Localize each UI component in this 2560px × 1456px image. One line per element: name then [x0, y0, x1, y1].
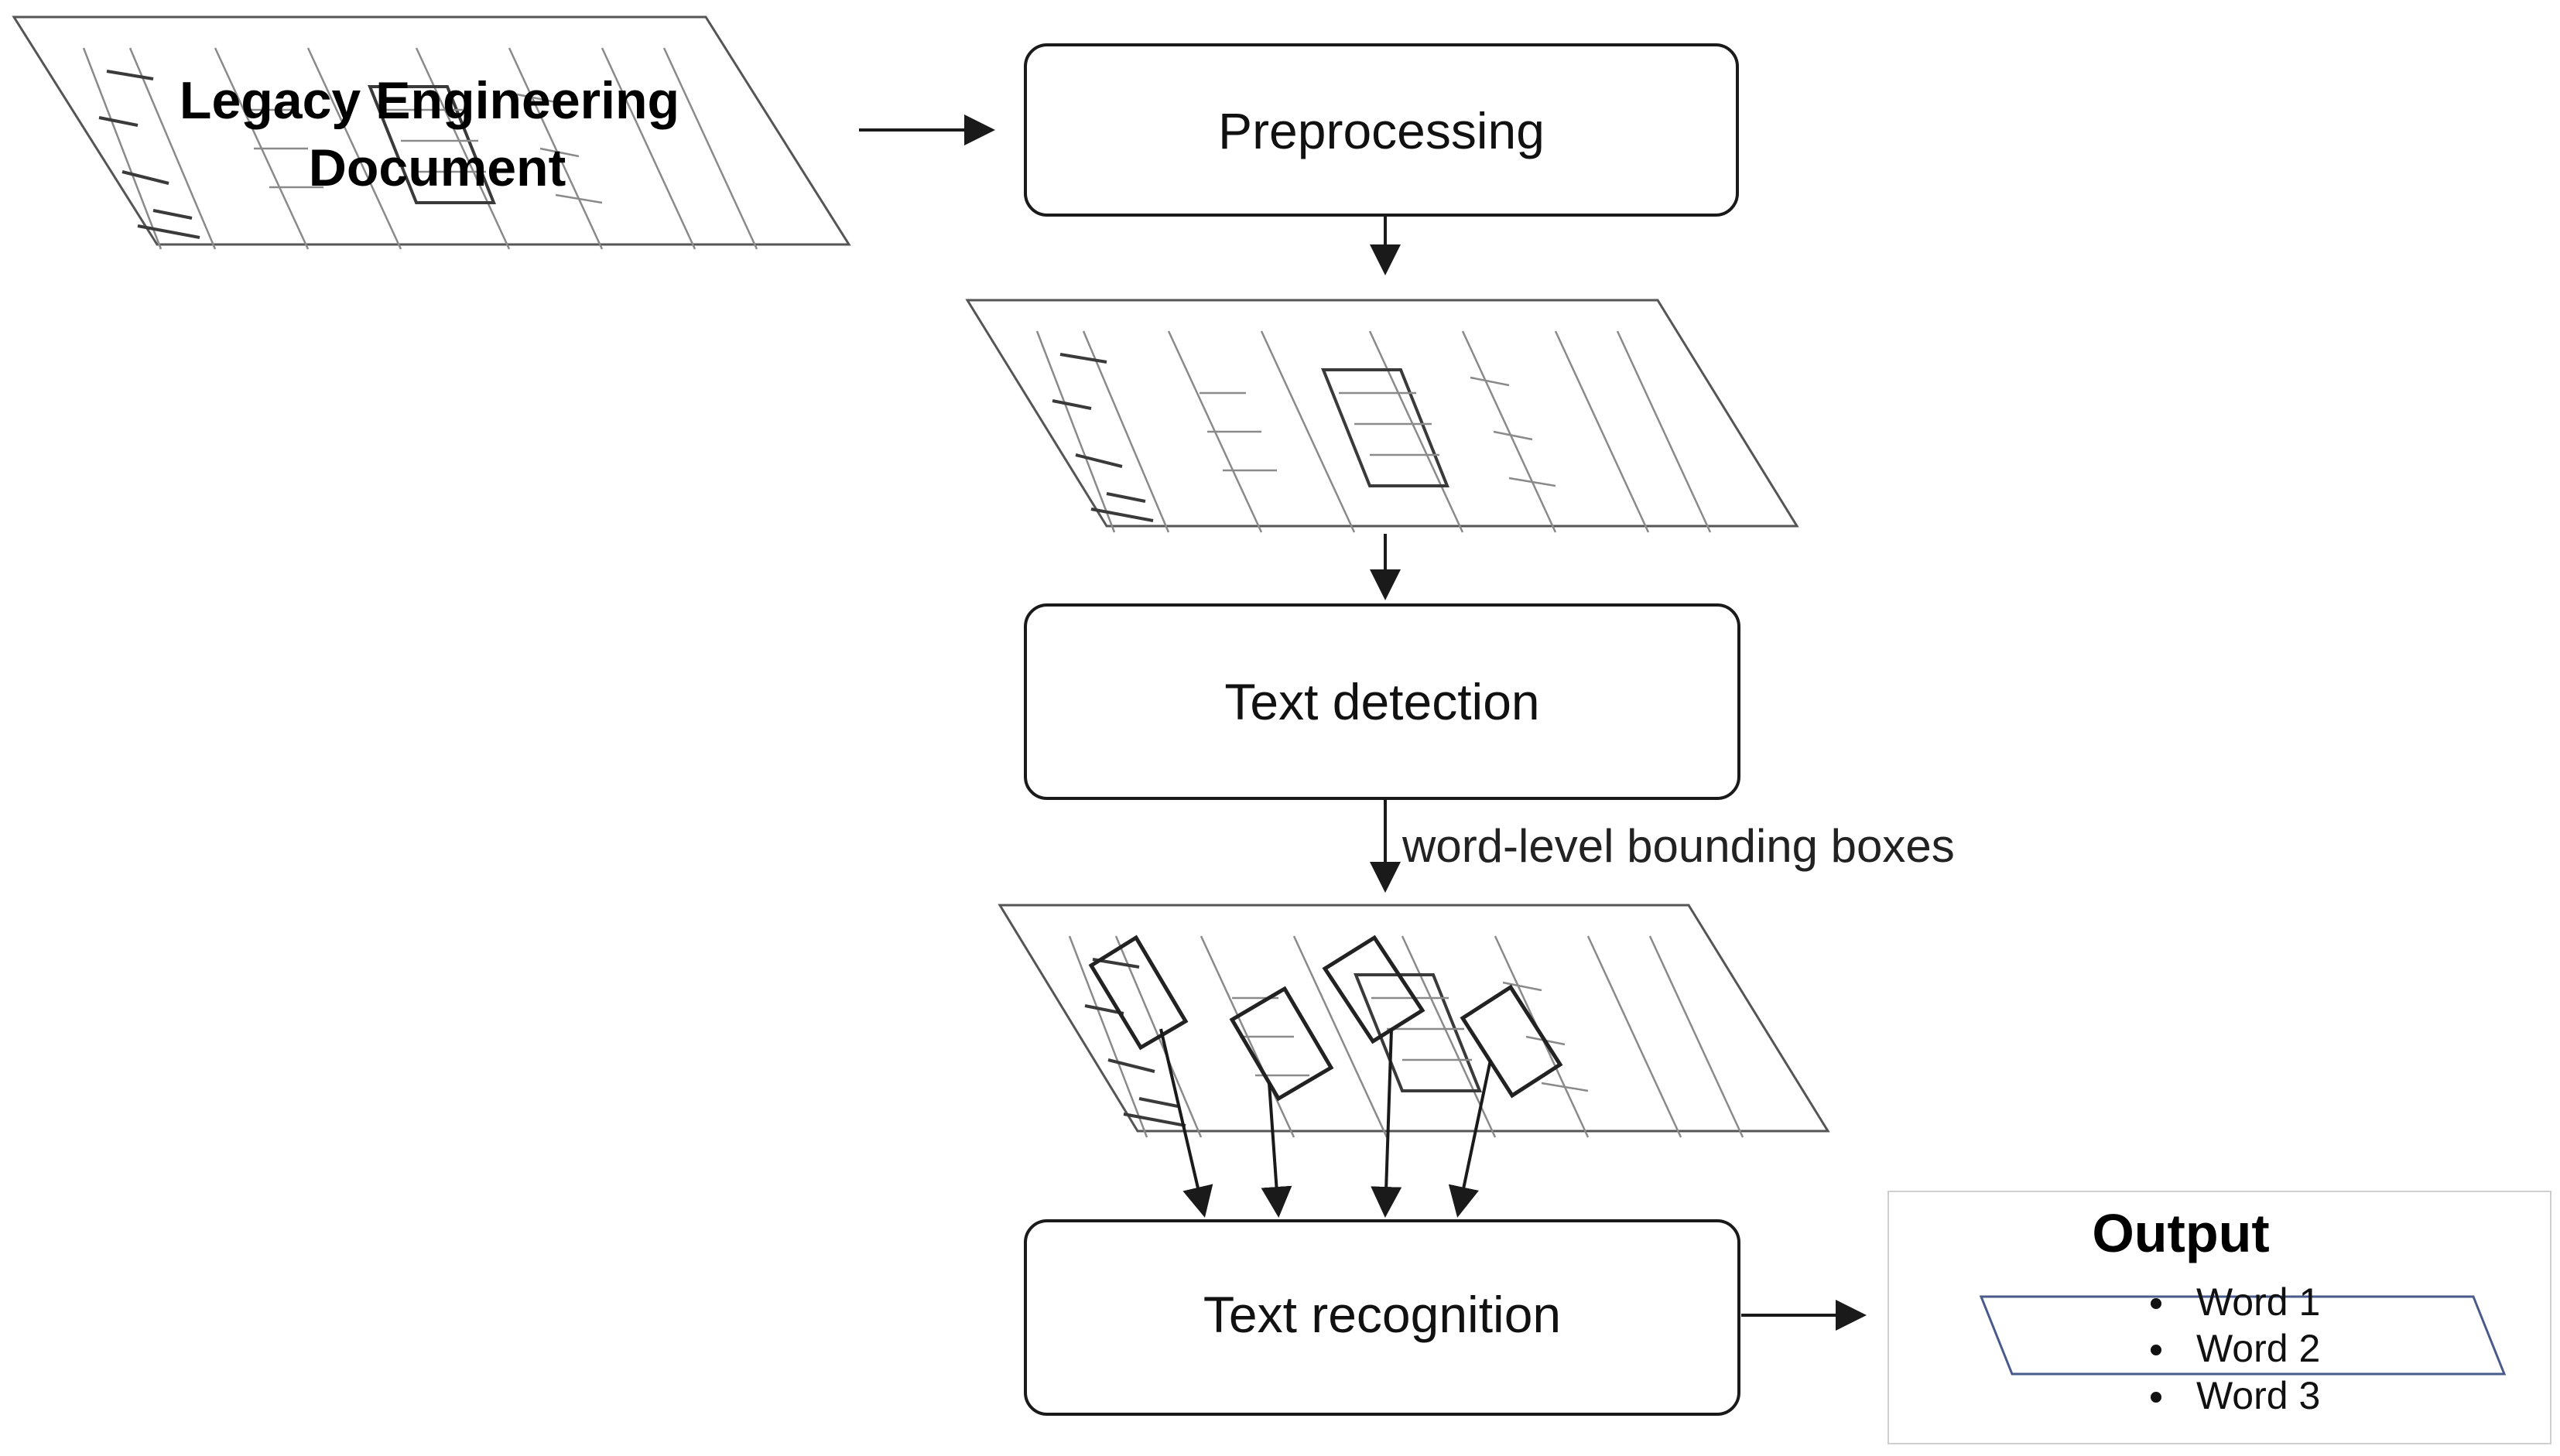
- output-item-word-2: Word 2: [2196, 1327, 2320, 1370]
- arrow-word-2-to-recognition: [1261, 1082, 1292, 1218]
- word-bounding-box: [1322, 935, 1425, 1044]
- preprocessing-box: Preprocessing: [1024, 43, 1739, 217]
- input-document: Legacy Engineering Document: [12, 15, 851, 251]
- detected-words-image: [998, 904, 1830, 1139]
- output-panel: Output Word 1 Word 2 Word 3: [1887, 1191, 2551, 1444]
- output-title: Output: [2092, 1203, 2269, 1263]
- bullet-icon: [2151, 1392, 2161, 1403]
- input-document-title-line1: Legacy Engineering: [180, 71, 679, 130]
- bullet-icon: [2151, 1345, 2161, 1355]
- output-item-word-3: Word 3: [2196, 1374, 2320, 1417]
- word-bounding-box: [1229, 986, 1334, 1102]
- output-item-word-1: Word 1: [2196, 1280, 2320, 1324]
- text-detection-box: Text detection: [1024, 603, 1740, 800]
- preprocessing-label: Preprocessing: [1218, 102, 1545, 159]
- preprocessed-document-image: [965, 299, 1799, 534]
- text-detection-label: Text detection: [1224, 673, 1539, 730]
- output-document-shape: [1979, 1295, 2507, 1376]
- input-document-title-line2: Document: [309, 138, 566, 197]
- arrow-word-1-to-recognition: [1159, 1028, 1213, 1218]
- bounding-boxes-edge-label: word-level bounding boxes: [1401, 820, 1955, 872]
- text-recognition-box: Text recognition: [1024, 1219, 1740, 1416]
- arrow-word-3-to-recognition: [1371, 1028, 1402, 1218]
- word-bounding-box: [1460, 984, 1563, 1099]
- bullet-icon: [2151, 1298, 2161, 1309]
- text-recognition-label: Text recognition: [1203, 1286, 1561, 1343]
- word-bounding-box: [1088, 935, 1189, 1051]
- arrow-word-4-to-recognition: [1448, 1059, 1492, 1218]
